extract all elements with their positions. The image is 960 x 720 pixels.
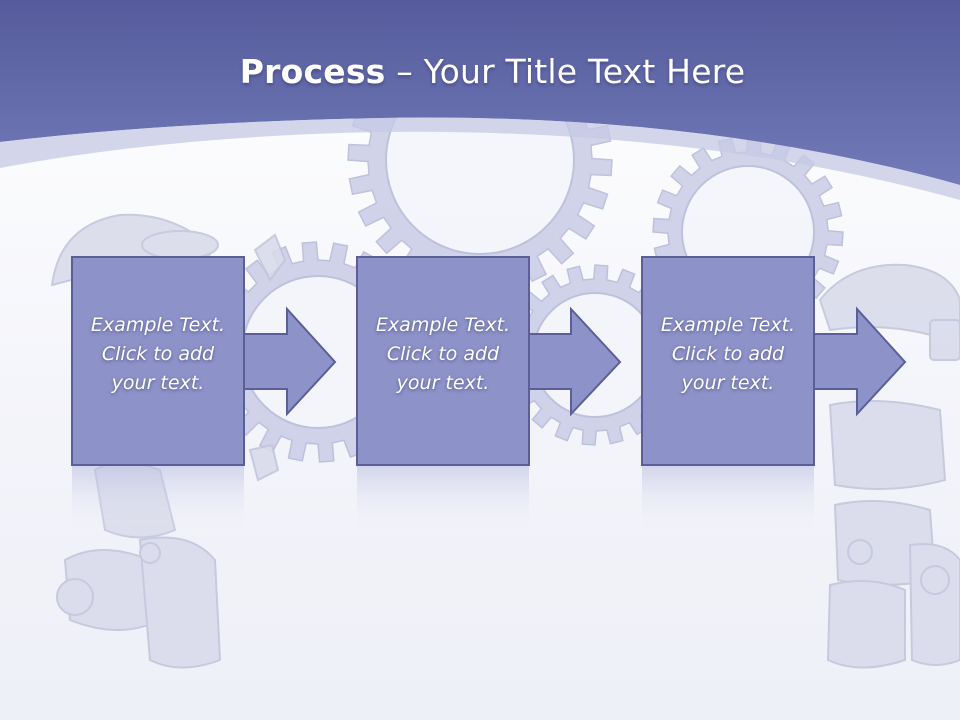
slide-title[interactable]: Process – Your Title Text Here: [0, 52, 960, 91]
title-bold: Process: [239, 52, 386, 91]
box-reflections: [72, 466, 814, 541]
step-2-line-3: your text.: [396, 372, 490, 394]
step-box-3: [641, 256, 815, 466]
step-text-1[interactable]: Example Text. Click to add your text.: [72, 311, 244, 398]
process-step-2[interactable]: [356, 256, 622, 466]
step-text-2[interactable]: Example Text. Click to add your text.: [357, 311, 529, 398]
step-box-2: [356, 256, 530, 466]
step-box-1: [71, 256, 245, 466]
process-step-3[interactable]: [641, 256, 907, 466]
step-3-line-1: Example Text.: [660, 314, 796, 336]
step-1-line-3: your text.: [111, 372, 205, 394]
step-2-line-1: Example Text.: [375, 314, 511, 336]
process-step-1[interactable]: [71, 256, 337, 466]
step-3-line-2: Click to add: [671, 343, 785, 365]
step-3-line-3: your text.: [681, 372, 775, 394]
robot-right-illustration: [818, 263, 960, 669]
step-1-line-2: Click to add: [101, 343, 215, 365]
step-text-3[interactable]: Example Text. Click to add your text.: [642, 311, 814, 398]
step-1-line-1: Example Text.: [90, 314, 226, 336]
title-rest: – Your Title Text Here: [385, 52, 746, 91]
header-band: [0, 0, 960, 200]
step-2-line-2: Click to add: [386, 343, 500, 365]
